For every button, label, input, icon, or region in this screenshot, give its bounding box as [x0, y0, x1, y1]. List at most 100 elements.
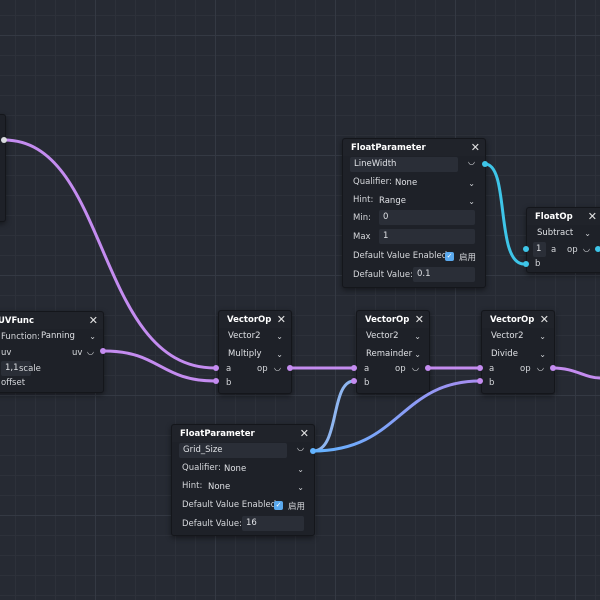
chevron-down-icon: ⌄	[414, 332, 421, 341]
parameter-name-field[interactable]: Grid_Size	[179, 443, 287, 458]
enabled-text: 启用	[459, 253, 477, 263]
close-icon[interactable]: ✕	[470, 141, 480, 154]
type-value: Vector2	[366, 331, 399, 341]
node-title: VectorOp	[490, 315, 535, 325]
default-enabled-checkbox[interactable]: ✓	[445, 252, 454, 261]
output-op-label: op	[520, 364, 531, 374]
default-value-field[interactable]: 0.1	[413, 267, 475, 282]
qualifier-label: Qualifier:	[182, 463, 221, 473]
vectorop-node-divide[interactable]: VectorOp ✕ Vector2 ⌄ Divide ⌄ a op ◡ b	[481, 310, 555, 394]
curve-icon[interactable]: ◡	[412, 363, 419, 372]
input-a-label: a	[364, 364, 370, 374]
chevron-down-icon: ⌄	[539, 350, 546, 359]
input-b-label: b	[489, 378, 495, 388]
type-value: Vector2	[228, 331, 261, 341]
vectorop-header[interactable]: VectorOp ✕	[357, 311, 429, 328]
op-select[interactable]: Remainder ⌄	[366, 347, 421, 362]
default-value-field[interactable]: 16	[242, 516, 304, 531]
curve-icon[interactable]: ◡	[297, 443, 304, 452]
close-icon[interactable]: ✕	[88, 314, 98, 327]
chevron-down-icon: ⌄	[584, 229, 591, 238]
default-value-enabled-label: Default Value Enabled:	[353, 251, 451, 261]
close-icon[interactable]: ✕	[276, 313, 286, 326]
curve-icon[interactable]: ◡	[537, 363, 544, 372]
qualifier-value: None	[395, 178, 418, 188]
close-icon[interactable]: ✕	[414, 313, 424, 326]
node-title: FloatOp	[535, 212, 573, 222]
vectorop-header[interactable]: VectorOp ✕	[219, 311, 291, 328]
vectorop-node-multiply[interactable]: VectorOp ✕ Vector2 ⌄ Multiply ⌄ a op ◡ b	[218, 310, 292, 394]
op-value: Multiply	[228, 349, 262, 359]
min-label: Min:	[353, 213, 371, 223]
curve-icon[interactable]: ◡	[274, 363, 281, 372]
chevron-down-icon: ⌄	[89, 332, 96, 341]
qualifier-select[interactable]: None ⌄	[224, 462, 304, 477]
enabled-text: 启用	[288, 502, 306, 512]
curve-icon[interactable]: ◡	[468, 157, 475, 166]
hint-select[interactable]: None ⌄	[208, 480, 304, 495]
uv-output-label: uv	[72, 348, 83, 358]
scale-label: scale	[19, 364, 41, 374]
hint-value: None	[208, 482, 231, 492]
min-field[interactable]: 0	[379, 210, 475, 225]
hint-select[interactable]: Range ⌄	[379, 194, 475, 209]
wire-linewidth-to-floatop-b	[484, 162, 525, 266]
curve-icon[interactable]: ◡	[583, 244, 590, 253]
a-value-field[interactable]: 1	[533, 242, 546, 257]
hint-value: Range	[379, 196, 406, 206]
function-label: Function:	[1, 332, 41, 342]
node-title: VectorOp	[227, 315, 272, 325]
qualifier-select[interactable]: None ⌄	[395, 176, 475, 191]
op-value: Divide	[491, 349, 518, 359]
function-select[interactable]: Panning ⌄	[41, 329, 96, 344]
wire-gridsize-to-vectorop2-b	[312, 379, 355, 453]
type-select[interactable]: Vector2 ⌄	[366, 329, 421, 344]
node-title: UVFunc	[0, 316, 35, 326]
chevron-down-icon: ⌄	[276, 350, 283, 359]
input-a-label: a	[489, 364, 495, 374]
hint-label: Hint:	[182, 481, 203, 491]
float-parameter-node-gridsize[interactable]: FloatParameter ✕ Grid_Size ◡ Qualifier: …	[171, 424, 315, 536]
parameter-name-field[interactable]: LineWidth	[350, 157, 458, 172]
vectorop-node-remainder[interactable]: VectorOp ✕ Vector2 ⌄ Remainder ⌄ a op ◡ …	[356, 310, 430, 394]
float-parameter-header[interactable]: FloatParameter ✕	[343, 139, 485, 156]
chevron-down-icon: ⌄	[468, 179, 475, 188]
input-a-label: a	[226, 364, 232, 374]
close-icon[interactable]: ✕	[299, 427, 309, 440]
node-title: VectorOp	[365, 315, 410, 325]
default-enabled-checkbox[interactable]: ✓	[274, 501, 283, 510]
type-select[interactable]: Vector2 ⌄	[228, 329, 283, 344]
hint-label: Hint:	[353, 195, 374, 205]
default-value-label: Default Value:	[182, 519, 242, 529]
float-parameter-node-linewidth[interactable]: FloatParameter ✕ LineWidth ◡ Qualifier: …	[342, 138, 486, 288]
chevron-down-icon: ⌄	[414, 350, 421, 359]
vectorop-header[interactable]: VectorOp ✕	[482, 311, 554, 328]
output-op-label: op	[567, 245, 578, 255]
chevron-down-icon: ⌄	[297, 465, 304, 474]
type-select[interactable]: Vector2 ⌄	[491, 329, 546, 344]
float-parameter-header[interactable]: FloatParameter ✕	[172, 425, 314, 442]
output-op-label: op	[257, 364, 268, 374]
qualifier-label: Qualifier:	[353, 177, 392, 187]
close-icon[interactable]: ✕	[539, 313, 549, 326]
curve-icon[interactable]: ◡	[87, 347, 94, 356]
node-title: FloatParameter	[180, 429, 255, 439]
chevron-down-icon: ⌄	[468, 197, 475, 206]
uvfunc-node[interactable]: UVFunc ✕ Function: Panning ⌄ uv uv ◡ 1,1…	[0, 311, 104, 393]
wire-vectorop3-out	[552, 366, 600, 380]
uvfunc-header[interactable]: UVFunc ✕	[0, 312, 103, 329]
op-select[interactable]: Subtract ⌄	[537, 226, 591, 241]
op-select[interactable]: Divide ⌄	[491, 347, 546, 362]
max-field[interactable]: 1	[379, 229, 475, 244]
offset-label: offset	[1, 378, 26, 388]
function-value: Panning	[41, 331, 75, 341]
left-partial-node	[0, 114, 6, 222]
op-select[interactable]: Multiply ⌄	[228, 347, 283, 362]
floatop-header[interactable]: FloatOp ✕	[527, 208, 600, 225]
op-value: Subtract	[537, 228, 574, 238]
input-b-label: b	[535, 259, 541, 269]
wire-uvfunc-to-vectorop1-b	[103, 349, 216, 383]
close-icon[interactable]: ✕	[587, 210, 597, 223]
max-label: Max	[353, 232, 371, 242]
floatop-node[interactable]: FloatOp ✕ Subtract ⌄ 1 a op ◡ b	[526, 207, 600, 273]
